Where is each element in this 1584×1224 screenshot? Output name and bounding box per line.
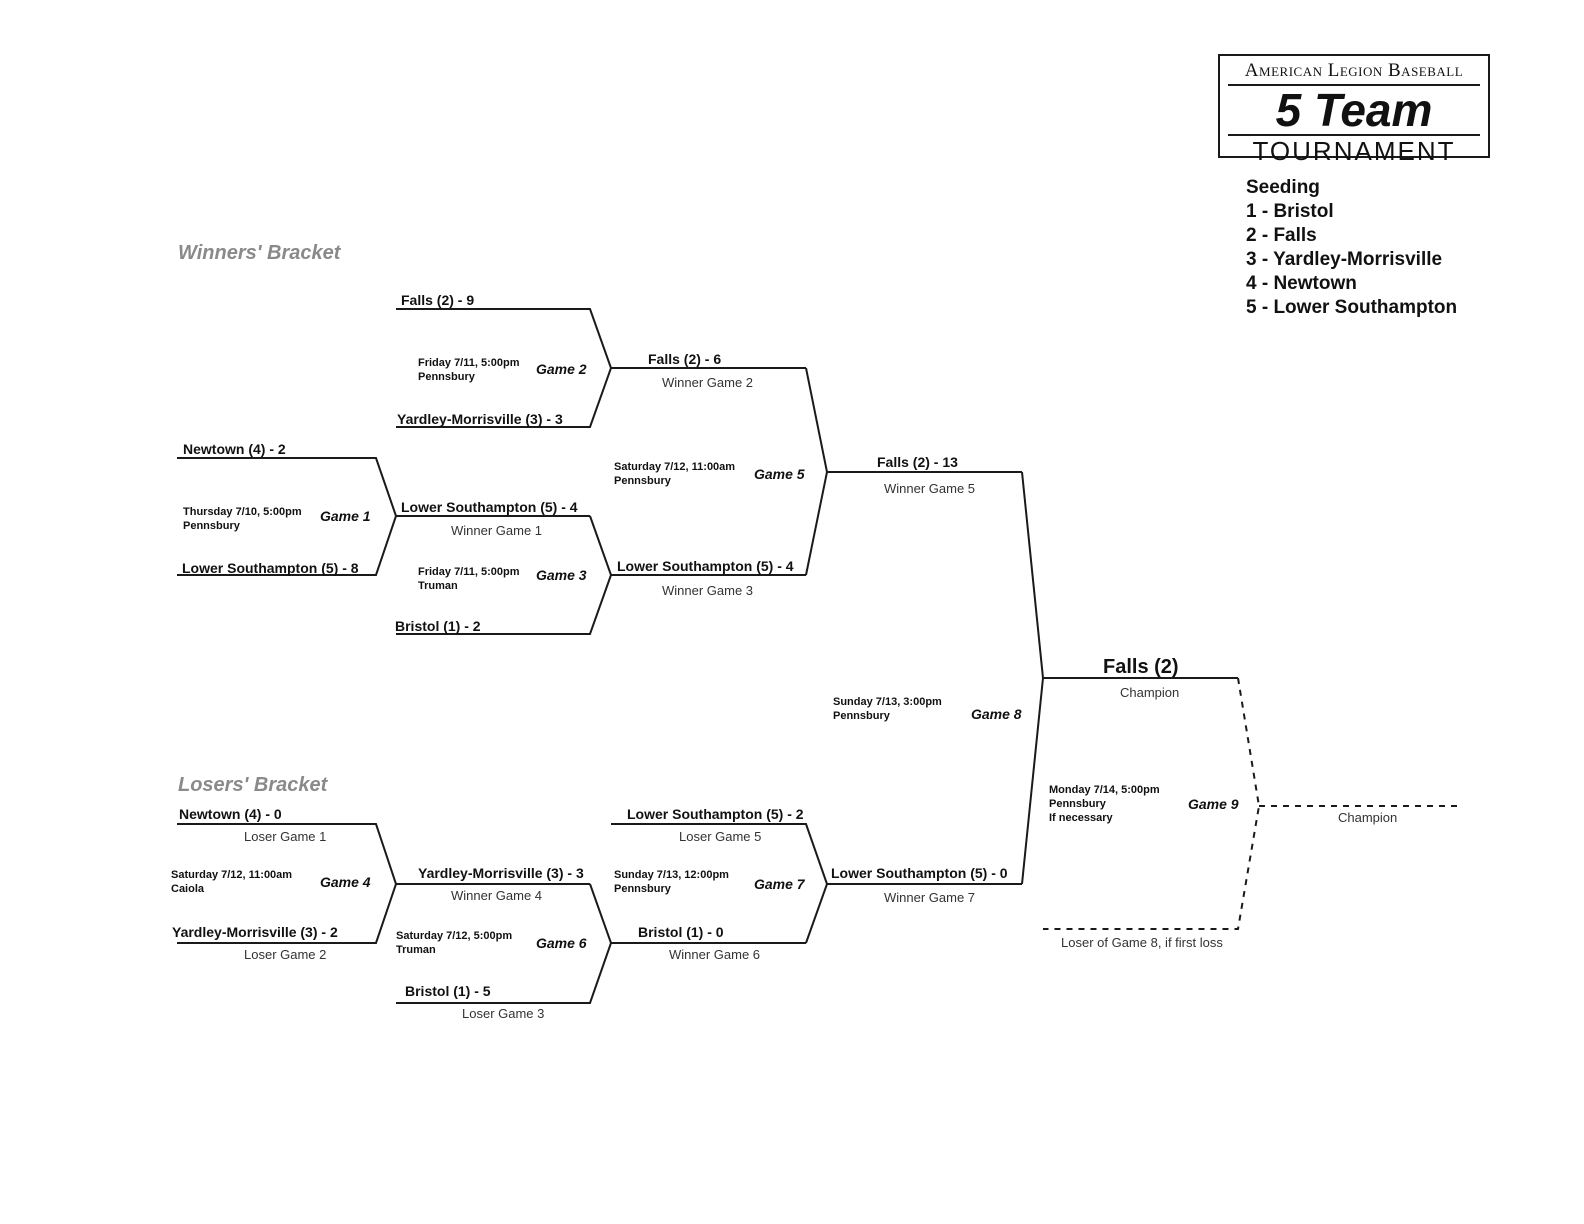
game3-label: Game 3 (536, 567, 587, 583)
seeding-title: Seeding (1246, 177, 1320, 198)
game8-info: Sunday 7/13, 3:00pm Pennsbury (833, 696, 942, 722)
game1-team-top: Newtown (4) - 2 (183, 441, 286, 457)
game4-team-bottom-sub: Loser Game 2 (244, 947, 327, 962)
game4-winner-sub: Winner Game 4 (451, 888, 543, 903)
game6-team-bottom: Bristol (1) - 5 (405, 983, 491, 999)
seeding-item: 5 - Lower Southampton (1246, 297, 1458, 318)
game7-connector (611, 823, 829, 944)
game2-info: Friday 7/11, 5:00pm Pennsbury (418, 357, 520, 383)
tournament-logo: American Legion Baseball 5 Team TOURNAME… (1218, 54, 1490, 164)
game7-info: Sunday 7/13, 12:00pm Pennsbury (614, 869, 729, 895)
seeding-item: 1 - Bristol (1246, 201, 1334, 222)
game4-team-bottom: Yardley-Morrisville (3) - 2 (172, 924, 338, 940)
game3-winner: Lower Southampton (5) - 4 (617, 558, 794, 574)
game1-team-bottom: Lower Southampton (5) - 8 (182, 560, 359, 576)
game1-winner: Lower Southampton (5) - 4 (401, 499, 578, 515)
game5-winner: Falls (2) - 13 (877, 454, 958, 470)
game2-winner: Falls (2) - 6 (648, 351, 722, 367)
game2-winner-sub: Winner Game 2 (662, 375, 754, 390)
seeding-item: 2 - Falls (1246, 225, 1317, 246)
game7-winner-sub: Winner Game 7 (884, 890, 976, 905)
game6-connector (396, 883, 613, 1004)
logo-line1: American Legion Baseball (1244, 60, 1464, 81)
game6-info: Saturday 7/12, 5:00pm Truman (396, 930, 513, 956)
game4-team-top: Newtown (4) - 0 (179, 806, 282, 822)
game9-info: Monday 7/14, 5:00pm Pennsbury If necessa… (1049, 784, 1160, 824)
game7-label: Game 7 (754, 876, 805, 892)
seeding-list: Seeding 1 - Bristol 2 - Falls 3 - Yardle… (1246, 176, 1457, 320)
seeding-item: 4 - Newtown (1246, 273, 1357, 294)
game6-winner: Bristol (1) - 0 (638, 924, 724, 940)
game6-winner-sub: Winner Game 6 (669, 947, 761, 962)
game1-label: Game 1 (320, 508, 371, 524)
game6-label: Game 6 (536, 935, 587, 951)
logo-line2: 5 Team (1275, 84, 1433, 136)
game7-winner: Lower Southampton (5) - 0 (831, 865, 1008, 881)
game9-connector (1043, 677, 1261, 930)
losers-bracket-title: Losers' Bracket (178, 774, 328, 796)
game3-connector (396, 515, 613, 635)
game4-label: Game 4 (320, 874, 371, 890)
game7-team-top-sub: Loser Game 5 (679, 829, 762, 844)
logo-line3: TOURNAMENT (1252, 136, 1456, 166)
game2-team-top: Falls (2) - 9 (401, 292, 475, 308)
game5-connector (805, 367, 829, 576)
game1-info: Thursday 7/10, 5:00pm Pennsbury (183, 506, 302, 532)
game2-label: Game 2 (536, 361, 587, 377)
game8-winner-sub: Champion (1120, 685, 1180, 700)
logo-rule (1228, 134, 1480, 136)
game7-team-top: Lower Southampton (5) - 2 (627, 806, 804, 822)
game5-info: Saturday 7/12, 11:00am Pennsbury (614, 461, 736, 487)
game8-winner: Falls (2) (1103, 656, 1179, 678)
game3-info: Friday 7/11, 5:00pm Truman (418, 566, 520, 592)
winners-bracket-title: Winners' Bracket (178, 242, 341, 264)
game9-loser-sub: Loser of Game 8, if first loss (1061, 935, 1223, 950)
game1-winner-sub: Winner Game 1 (451, 523, 543, 538)
game4-team-top-sub: Loser Game 1 (244, 829, 327, 844)
logo-rule (1228, 84, 1480, 86)
seeding-item: 3 - Yardley-Morrisville (1246, 249, 1443, 270)
game3-team-bottom: Bristol (1) - 2 (395, 618, 481, 634)
game3-winner-sub: Winner Game 3 (662, 583, 754, 598)
game9-champion-sub: Champion (1338, 810, 1398, 825)
game9-label: Game 9 (1188, 796, 1239, 812)
game5-label: Game 5 (754, 466, 805, 482)
game5-winner-sub: Winner Game 5 (884, 481, 976, 496)
game4-winner: Yardley-Morrisville (3) - 3 (418, 865, 584, 881)
game4-info: Saturday 7/12, 11:00am Caiola (171, 869, 293, 895)
game2-team-bottom: Yardley-Morrisville (3) - 3 (397, 411, 563, 427)
game8-label: Game 8 (971, 706, 1022, 722)
game8-connector (1021, 471, 1045, 885)
game6-team-bottom-sub: Loser Game 3 (462, 1006, 545, 1021)
